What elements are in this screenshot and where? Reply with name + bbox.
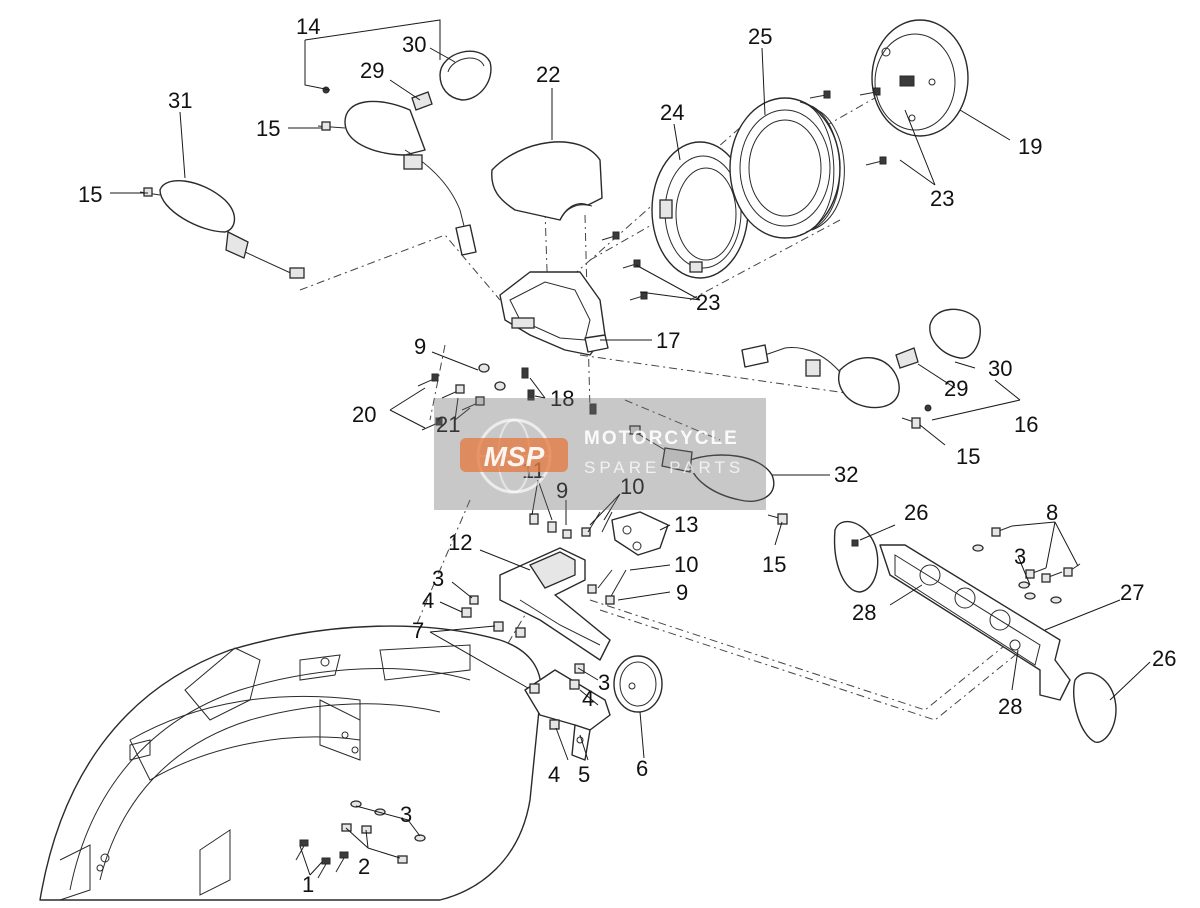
bulb-29-top: [411, 91, 433, 111]
callout-labels: 1 2 3 3 3 3 4 4 4 5 6 7 8 9 9 9 10 10 11…: [78, 14, 1176, 897]
callout-13: 13: [674, 512, 698, 537]
turn-signal-14: [322, 86, 477, 256]
turn-signal-16: [741, 344, 932, 412]
reflector-26-right: [1073, 672, 1117, 743]
instrument-cup-19: [871, 19, 969, 137]
nut-2c: [397, 855, 408, 864]
callout-4: 4: [422, 588, 434, 613]
bulb-29-right: [895, 347, 919, 369]
callout-10: 10: [674, 552, 698, 577]
screw-15-left: [139, 187, 161, 197]
callout-30: 30: [988, 356, 1012, 381]
washer-3c: [414, 834, 426, 842]
callout-2: 2: [358, 854, 370, 879]
screws-8: [972, 525, 1081, 604]
lens-30-right: [929, 308, 981, 359]
callout-15: 15: [78, 182, 102, 207]
callout-18: 18: [550, 386, 574, 411]
callout-3: 3: [598, 670, 610, 695]
callout-15: 15: [762, 552, 786, 577]
bracket-12: [499, 547, 611, 661]
watermark: MSP MOTORCYCLE SPARE PARTS: [434, 398, 766, 510]
callout-23: 23: [930, 186, 954, 211]
callout-4: 4: [548, 762, 560, 787]
screw-15-top: [317, 121, 346, 131]
callout-25: 25: [748, 24, 772, 49]
plate-holder-27: [879, 544, 1071, 701]
washer-3a: [350, 800, 362, 808]
hardware-9-18-20-21: [417, 363, 597, 431]
callout-1: 1: [302, 872, 314, 897]
callout-15: 15: [256, 116, 280, 141]
turn-signal-32: [629, 425, 775, 502]
msp-logo: MSP: [460, 418, 568, 494]
housing-17: [499, 271, 609, 356]
callout-3: 3: [1014, 544, 1026, 569]
callout-26: 26: [1152, 646, 1176, 671]
callout-6: 6: [636, 756, 648, 781]
instrument-body-25: [729, 97, 845, 239]
callout-19: 19: [1018, 134, 1042, 159]
bracket-13: [611, 511, 669, 556]
callout-23: 23: [696, 290, 720, 315]
reflector-26-left: [833, 520, 879, 593]
callout-5: 5: [578, 762, 590, 787]
watermark-line-2: SPARE PARTS: [584, 458, 745, 477]
screw-1a: [295, 839, 309, 861]
callout-10: 10: [620, 474, 644, 499]
callout-29: 29: [944, 376, 968, 401]
screw-15-bottom: [767, 513, 788, 525]
reflector-6: [613, 655, 663, 713]
callout-4: 4: [582, 686, 594, 711]
callout-16: 16: [1014, 412, 1038, 437]
callout-9: 9: [414, 334, 426, 359]
screw-1c: [335, 851, 349, 873]
callout-32: 32: [834, 462, 858, 487]
callout-9: 9: [676, 580, 688, 605]
svg-text:MSP: MSP: [484, 441, 545, 472]
nut-2a: [341, 823, 352, 832]
lens-30-top: [439, 50, 492, 101]
callout-9: 9: [556, 478, 568, 503]
callout-28: 28: [998, 694, 1022, 719]
callout-15: 15: [956, 444, 980, 469]
turn-signal-31: [159, 180, 305, 279]
callout-7: 7: [412, 618, 424, 643]
callout-22: 22: [536, 62, 560, 87]
callout-3: 3: [400, 802, 412, 827]
callout-31: 31: [168, 88, 192, 113]
callout-14: 14: [296, 14, 320, 39]
screw-1b: [317, 857, 331, 879]
leader-lines: [110, 19, 1151, 876]
callout-20: 20: [352, 402, 376, 427]
callout-3: 3: [432, 566, 444, 591]
cover-22: [491, 141, 603, 221]
callout-17: 17: [656, 328, 680, 353]
rear-fender: [39, 625, 542, 901]
callout-28: 28: [852, 600, 876, 625]
screws-23: [601, 87, 887, 301]
callout-8: 8: [1046, 500, 1058, 525]
callout-24: 24: [660, 100, 684, 125]
watermark-line-1: MOTORCYCLE: [584, 428, 739, 449]
callout-27: 27: [1120, 580, 1144, 605]
callout-30: 30: [402, 32, 426, 57]
bracket-bolts: [461, 511, 627, 730]
callout-21: 21: [436, 412, 460, 437]
callout-12: 12: [448, 530, 472, 555]
callout-26: 26: [904, 500, 928, 525]
screw-15-right: [901, 417, 921, 429]
callout-29: 29: [360, 58, 384, 83]
